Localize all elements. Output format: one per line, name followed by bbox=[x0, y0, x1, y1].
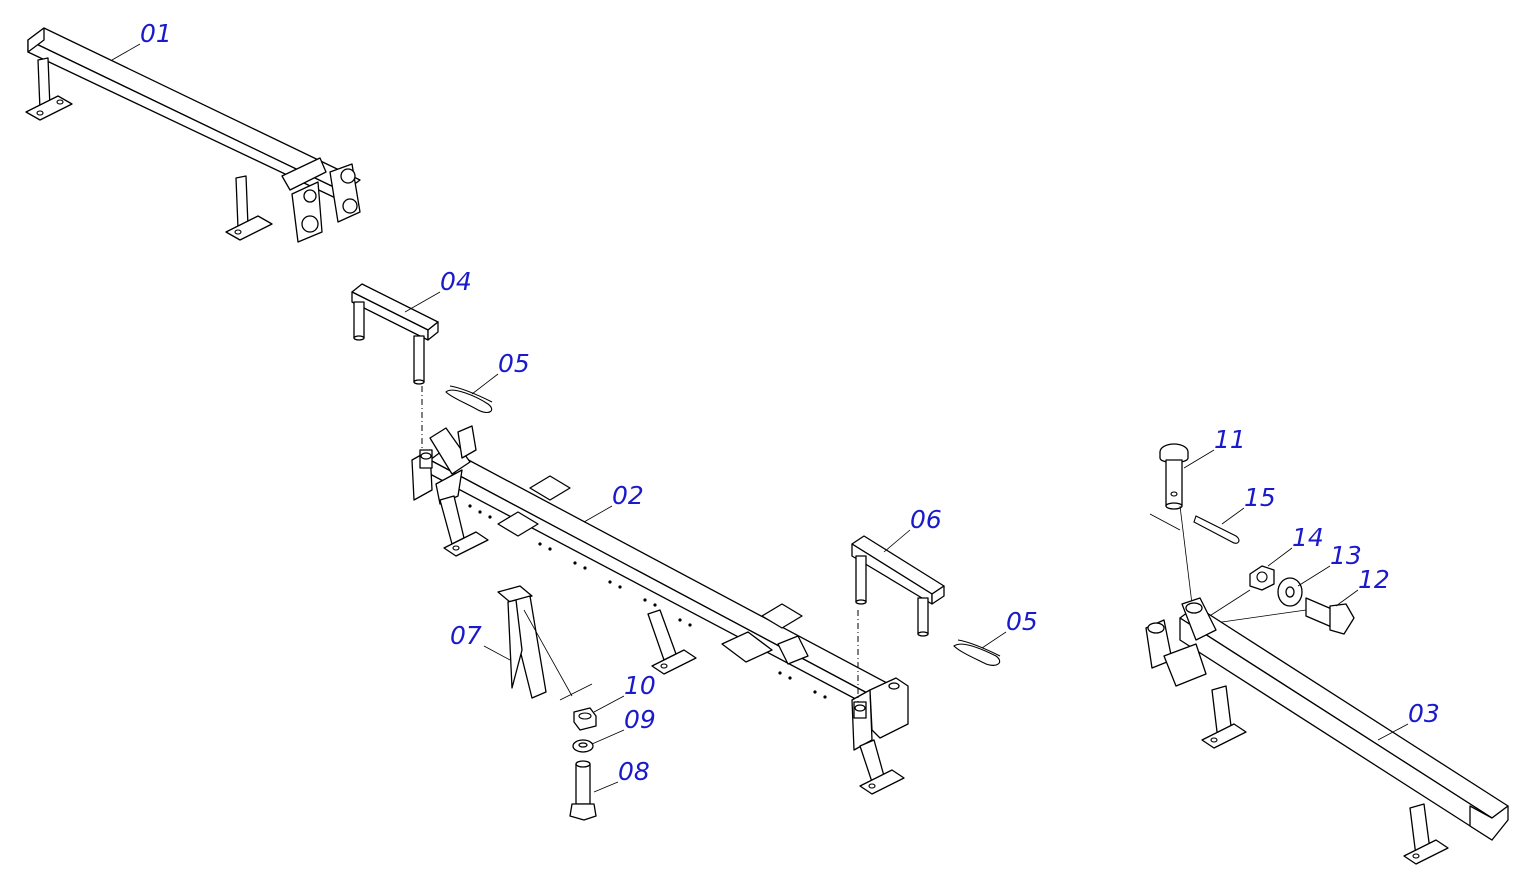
part-05-clip-upper bbox=[445, 385, 493, 413]
label-11: 11 bbox=[1214, 425, 1246, 454]
part-07-leg bbox=[497, 585, 573, 699]
leader-07 bbox=[483, 645, 511, 661]
label-15: 15 bbox=[1244, 483, 1276, 512]
part-15-cotter bbox=[1193, 515, 1240, 544]
leader-07b bbox=[559, 683, 593, 701]
leader-03 bbox=[1377, 723, 1409, 741]
part-10-nut bbox=[573, 707, 597, 731]
assembly-line-b bbox=[1149, 513, 1181, 531]
leader-04 bbox=[404, 291, 441, 313]
leader-14 bbox=[1267, 547, 1293, 567]
part-12-bolt bbox=[1305, 597, 1355, 635]
hole-row bbox=[468, 504, 827, 699]
label-13: 13 bbox=[1330, 541, 1362, 570]
leader-09 bbox=[591, 729, 625, 745]
label-05b: 05 bbox=[1006, 607, 1038, 636]
leader-05b bbox=[981, 631, 1007, 649]
leader-08 bbox=[593, 781, 619, 793]
label-09: 09 bbox=[624, 705, 656, 734]
leader-01 bbox=[111, 43, 141, 61]
part-02-beam bbox=[411, 425, 909, 795]
leader-15 bbox=[1221, 507, 1245, 525]
part-05-clip-right bbox=[953, 639, 1001, 666]
label-10: 10 bbox=[624, 671, 656, 700]
part-06-pin bbox=[851, 535, 945, 637]
leader-13 bbox=[1297, 565, 1331, 587]
part-13-washer bbox=[1277, 577, 1303, 607]
leader-11 bbox=[1183, 449, 1215, 469]
leader-10 bbox=[593, 695, 625, 713]
label-01: 01 bbox=[140, 19, 172, 48]
label-04: 04 bbox=[440, 267, 472, 296]
part-14-nut bbox=[1249, 565, 1275, 591]
assembly-line-a bbox=[1179, 505, 1193, 605]
label-08: 08 bbox=[618, 757, 650, 786]
label-05a: 05 bbox=[498, 349, 530, 378]
part-09-washer bbox=[572, 739, 594, 753]
part-08-bolt bbox=[569, 760, 597, 821]
leader-05a bbox=[471, 373, 499, 395]
leader-06 bbox=[883, 529, 911, 553]
part-11-pin bbox=[1159, 443, 1189, 510]
part-01-beam bbox=[25, 27, 361, 243]
part-03-beam bbox=[1145, 597, 1509, 865]
label-14: 14 bbox=[1292, 523, 1324, 552]
leader-12 bbox=[1335, 589, 1359, 607]
part-04-pin bbox=[351, 283, 439, 385]
label-06: 06 bbox=[910, 505, 942, 534]
label-03: 03 bbox=[1408, 699, 1440, 728]
label-02: 02 bbox=[612, 481, 644, 510]
label-12: 12 bbox=[1358, 565, 1390, 594]
leader-02 bbox=[583, 505, 613, 523]
label-07: 07 bbox=[450, 621, 482, 650]
